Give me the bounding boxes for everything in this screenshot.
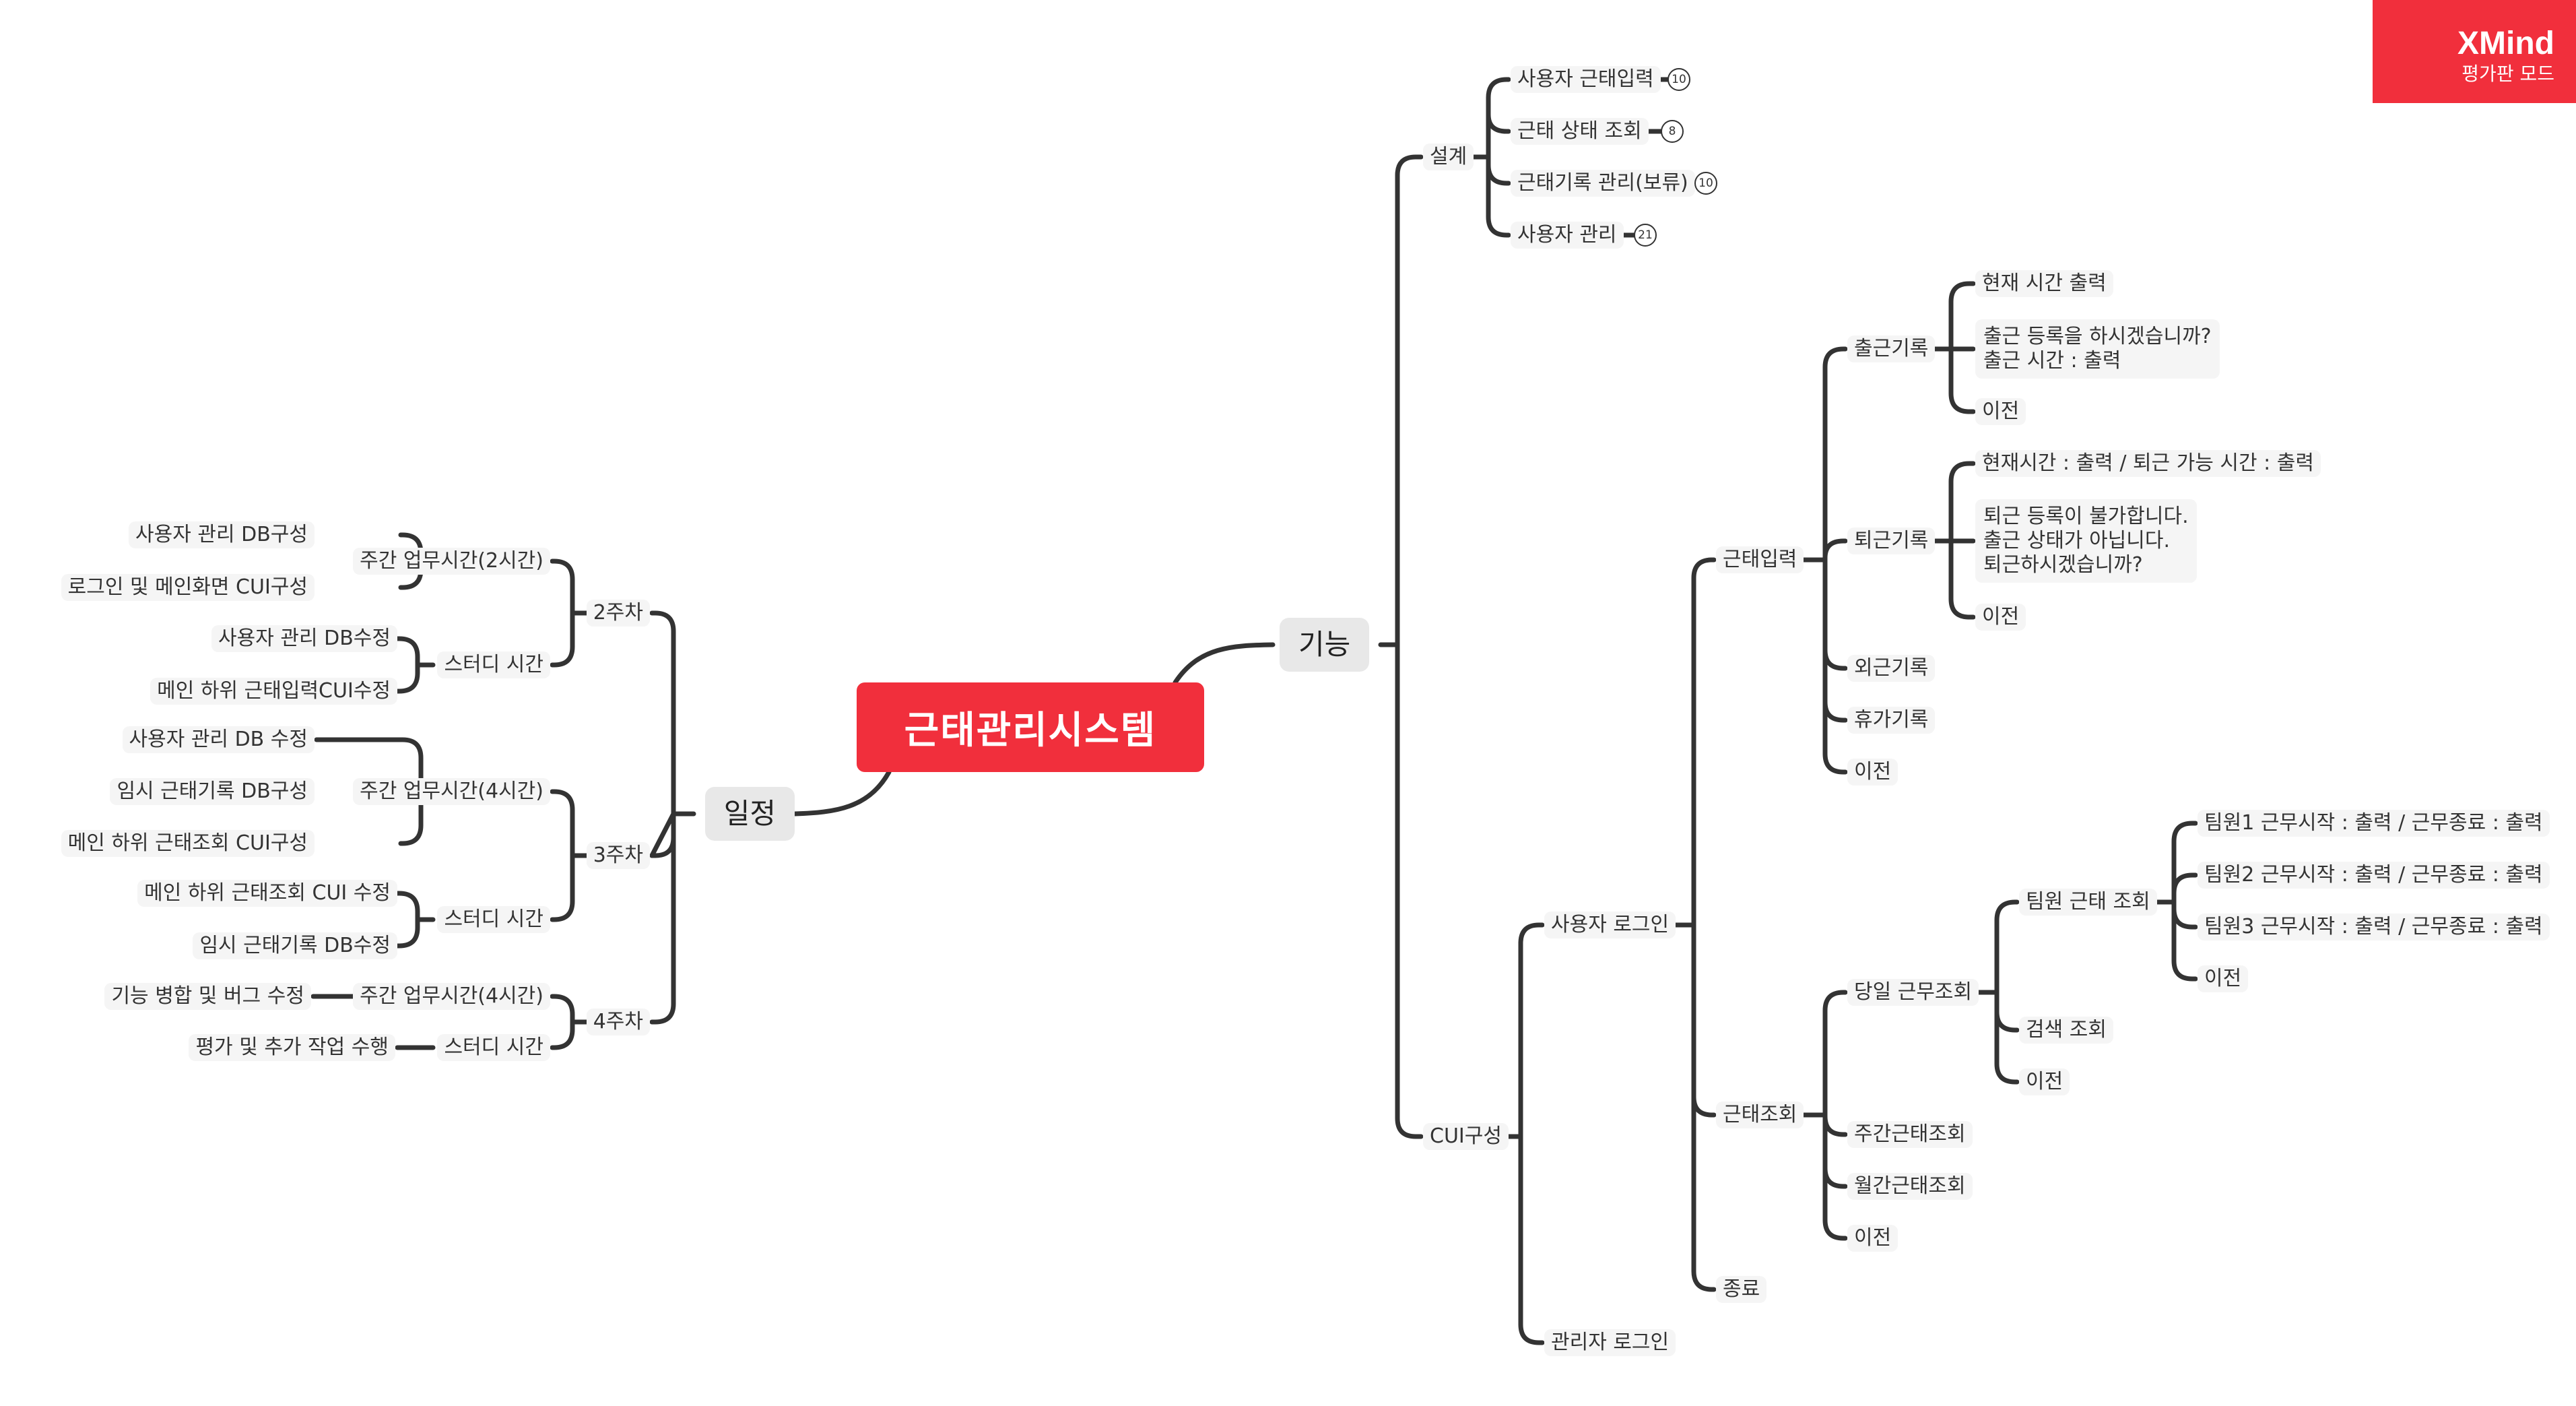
topic-daily-query[interactable]: 당일 근무조회 bbox=[1847, 979, 1979, 1006]
topic-design-item[interactable]: 사용자 근태입력 bbox=[1511, 66, 1661, 93]
topic-function[interactable]: 기능 bbox=[1280, 618, 1370, 672]
topic-monthly-query[interactable]: 월간근태조회 bbox=[1847, 1173, 1973, 1200]
topic-week2[interactable]: 2주차 bbox=[586, 600, 650, 627]
topic-weekly-query[interactable]: 주간근태조회 bbox=[1847, 1121, 1973, 1148]
topic-team-item[interactable]: 팀원2 근무시작 : 출력 / 근무종료 : 출력 bbox=[2198, 862, 2550, 889]
topic-task[interactable]: 로그인 및 메인화면 CUI구성 bbox=[61, 574, 315, 601]
topic-task[interactable]: 평가 및 추가 작업 수행 bbox=[189, 1034, 395, 1061]
topic-back[interactable]: 이전 bbox=[2198, 965, 2249, 992]
topic-week4[interactable]: 4주차 bbox=[586, 1009, 650, 1035]
topic-admin-login[interactable]: 관리자 로그인 bbox=[1544, 1329, 1676, 1356]
topic-checkout-item[interactable]: 이전 bbox=[1975, 604, 2026, 631]
topic-task[interactable]: 메인 하위 근태입력CUI수정 bbox=[150, 678, 397, 705]
topic-work-hours[interactable]: 주간 업무시간(4시간) bbox=[353, 983, 550, 1010]
topic-task[interactable]: 임시 근태기록 DB수정 bbox=[193, 932, 397, 959]
topic-user-login[interactable]: 사용자 로그인 bbox=[1544, 912, 1676, 938]
topic-checkin-item[interactable]: 출근 등록을 하시겠습니까? 출근 시간 : 출력 bbox=[1975, 319, 2220, 379]
topic-checkout-item[interactable]: 현재시간 : 출력 / 퇴근 가능 시간 : 출력 bbox=[1975, 450, 2321, 477]
root-topic[interactable]: 근태관리시스템 bbox=[857, 682, 1204, 772]
topic-design-item[interactable]: 근태 상태 조회 bbox=[1511, 118, 1649, 145]
trial-mode-label: 평가판 모드 bbox=[2462, 63, 2554, 85]
task-count-badge: 10 bbox=[1694, 172, 1717, 195]
topic-attendance-query[interactable]: 근태조회 bbox=[1716, 1101, 1804, 1128]
topic-study-hours[interactable]: 스터디 시간 bbox=[437, 651, 550, 678]
topic-design[interactable]: 설계 bbox=[1423, 143, 1474, 170]
topic-task[interactable]: 메인 하위 근태조회 CUI구성 bbox=[61, 830, 315, 857]
topic-checkin-item[interactable]: 이전 bbox=[1975, 398, 2026, 425]
topic-design-item[interactable]: 사용자 관리 bbox=[1511, 222, 1624, 249]
topic-design-item[interactable]: 근태기록 관리(보류) bbox=[1511, 170, 1695, 197]
topic-back[interactable]: 이전 bbox=[1847, 759, 1898, 786]
topic-study-hours[interactable]: 스터디 시간 bbox=[437, 1034, 550, 1061]
topic-back[interactable]: 이전 bbox=[1847, 1225, 1898, 1252]
topic-attendance-input[interactable]: 근태입력 bbox=[1716, 546, 1804, 573]
topic-team-query[interactable]: 팀원 근태 조회 bbox=[2019, 889, 2157, 916]
topic-checkout[interactable]: 퇴근기록 bbox=[1847, 528, 1936, 554]
topic-schedule[interactable]: 일정 bbox=[704, 787, 795, 841]
task-count-badge: 10 bbox=[1667, 68, 1690, 91]
topic-task[interactable]: 메인 하위 근태조회 CUI 수정 bbox=[137, 880, 397, 907]
topic-vacation[interactable]: 휴가기록 bbox=[1847, 707, 1936, 734]
topic-search-query[interactable]: 검색 조회 bbox=[2019, 1017, 2113, 1044]
topic-task[interactable]: 기능 병합 및 버그 수정 bbox=[104, 983, 311, 1010]
topic-work-hours[interactable]: 주간 업무시간(2시간) bbox=[353, 548, 550, 575]
topic-checkin[interactable]: 출근기록 bbox=[1847, 335, 1936, 362]
topic-team-item[interactable]: 팀원3 근무시작 : 출력 / 근무종료 : 출력 bbox=[2198, 914, 2550, 940]
topic-cui[interactable]: CUI구성 bbox=[1423, 1123, 1509, 1150]
task-count-badge: 21 bbox=[1634, 224, 1657, 247]
task-count-badge: 8 bbox=[1661, 120, 1684, 143]
topic-week3[interactable]: 3주차 bbox=[586, 842, 650, 869]
topic-back[interactable]: 이전 bbox=[2019, 1068, 2070, 1095]
topic-outside-work[interactable]: 외근기록 bbox=[1847, 655, 1936, 682]
topic-task[interactable]: 사용자 관리 DB 수정 bbox=[122, 726, 315, 753]
topic-checkout-item[interactable]: 퇴근 등록이 불가합니다. 출근 상태가 아닙니다. 퇴근하시겠습니까? bbox=[1975, 499, 2197, 583]
topic-task[interactable]: 사용자 관리 DB수정 bbox=[211, 625, 397, 652]
brand-name: XMind bbox=[2457, 26, 2554, 61]
topic-study-hours[interactable]: 스터디 시간 bbox=[437, 906, 550, 933]
topic-task[interactable]: 임시 근태기록 DB구성 bbox=[110, 778, 315, 805]
topic-task[interactable]: 사용자 관리 DB구성 bbox=[129, 521, 315, 548]
topic-team-item[interactable]: 팀원1 근무시작 : 출력 / 근무종료 : 출력 bbox=[2198, 810, 2550, 837]
xmind-trial-badge: XMind 평가판 모드 bbox=[2373, 0, 2576, 103]
topic-exit[interactable]: 종료 bbox=[1716, 1276, 1767, 1303]
topic-checkin-item[interactable]: 현재 시간 출력 bbox=[1975, 270, 2113, 297]
topic-work-hours[interactable]: 주간 업무시간(4시간) bbox=[353, 778, 550, 805]
